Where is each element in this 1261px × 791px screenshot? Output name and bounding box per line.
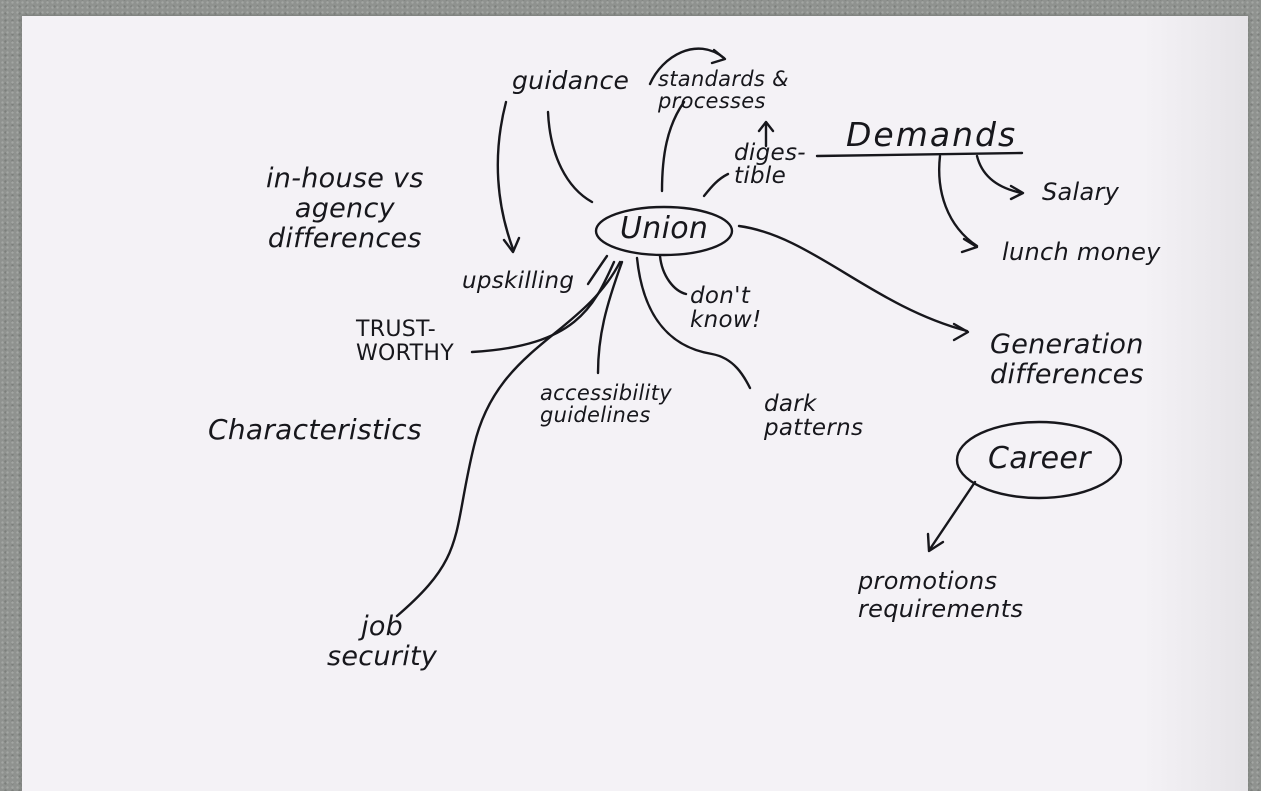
- upskilling-node: upskilling: [462, 268, 575, 294]
- paper-shadow: [1142, 16, 1248, 791]
- promotions-node: promotions requirements: [858, 567, 1024, 623]
- upskilling-arrowhead: [502, 236, 521, 254]
- guidance-arrowhead: [710, 48, 727, 65]
- union-guidance-line: [546, 110, 594, 204]
- paper-sheet: Union guidance standards & processes dig…: [22, 16, 1248, 791]
- characteristics-node: Characteristics: [208, 413, 422, 446]
- in-house-node: in-house vs agency differences: [266, 163, 424, 255]
- trustworthy-node: TRUST- WORTHY: [356, 317, 454, 367]
- lunch-money-node: lunch money: [1002, 238, 1161, 266]
- salary-arrowhead: [1009, 184, 1025, 201]
- career-promotions-line: [928, 480, 977, 551]
- job-security-node: job security: [327, 611, 438, 672]
- union-accessibility-line: [596, 260, 624, 375]
- career-oval: [955, 420, 1123, 500]
- accessibility-node: accessibility guidelines: [540, 381, 672, 428]
- dark-patterns-node: dark patterns: [764, 391, 864, 442]
- union-upskilling-line: [586, 254, 609, 286]
- union-generation-line: [737, 224, 969, 333]
- union-digestible-line: [702, 172, 730, 198]
- union-darkpatterns-line: [635, 256, 752, 390]
- digestible-arrowhead: [757, 120, 775, 133]
- guidance-node: guidance: [512, 66, 630, 95]
- guidance-to-standards-arrow: [648, 47, 726, 86]
- union-oval: [594, 205, 734, 257]
- union-trustworthy-line: [470, 260, 616, 354]
- guidance-to-upskilling-line: [496, 100, 515, 251]
- generation-node: Generation differences: [990, 329, 1144, 390]
- promotions-arrowhead: [926, 532, 945, 553]
- mindmap-connectors: [395, 47, 1123, 618]
- dont-know-node: don't know!: [690, 283, 762, 334]
- standards-node: standards & processes: [658, 67, 789, 114]
- digestible-node: diges- tible: [734, 140, 806, 189]
- salary-node: Salary: [1042, 178, 1120, 206]
- demands-lunch-line: [938, 154, 979, 248]
- demands-node: Demands: [846, 115, 1018, 154]
- career-node: Career: [988, 441, 1091, 476]
- union-standards-line: [660, 100, 686, 193]
- generation-arrowhead: [952, 322, 970, 342]
- union-dontknow-line: [658, 254, 688, 296]
- demands-salary-line: [975, 154, 1024, 195]
- union-node: Union: [620, 211, 709, 246]
- union-jobsecurity-line: [395, 260, 622, 618]
- lunch-arrowhead: [960, 237, 979, 254]
- demands-underline: [815, 151, 1024, 158]
